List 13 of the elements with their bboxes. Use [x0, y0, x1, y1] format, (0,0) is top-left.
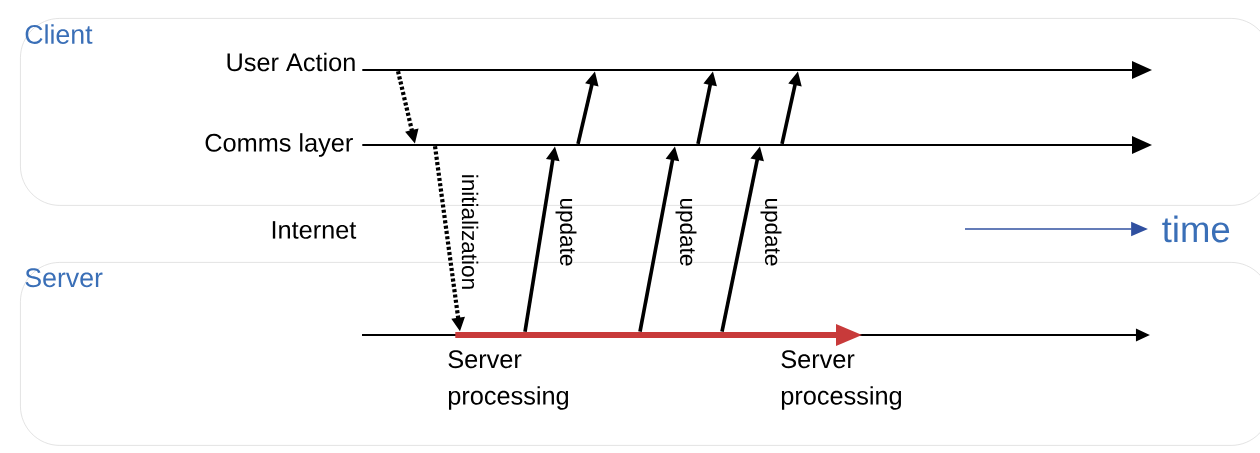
processing-label: Server processing	[781, 350, 901, 410]
lane-label: Comms layer	[205, 133, 353, 157]
time-label: time	[1162, 215, 1230, 243]
edge-label: initialization	[461, 175, 479, 289]
edge-label: update	[675, 199, 697, 266]
processing-arrow	[455, 324, 862, 346]
timeline-line	[362, 61, 1152, 79]
lane-label: User Action	[227, 52, 355, 72]
lane-label: Internet	[272, 221, 357, 239]
processing-label: Server processing	[448, 350, 568, 410]
timeline-line	[362, 136, 1152, 154]
edge-label: update	[760, 199, 782, 266]
edge-label: update	[555, 199, 577, 266]
